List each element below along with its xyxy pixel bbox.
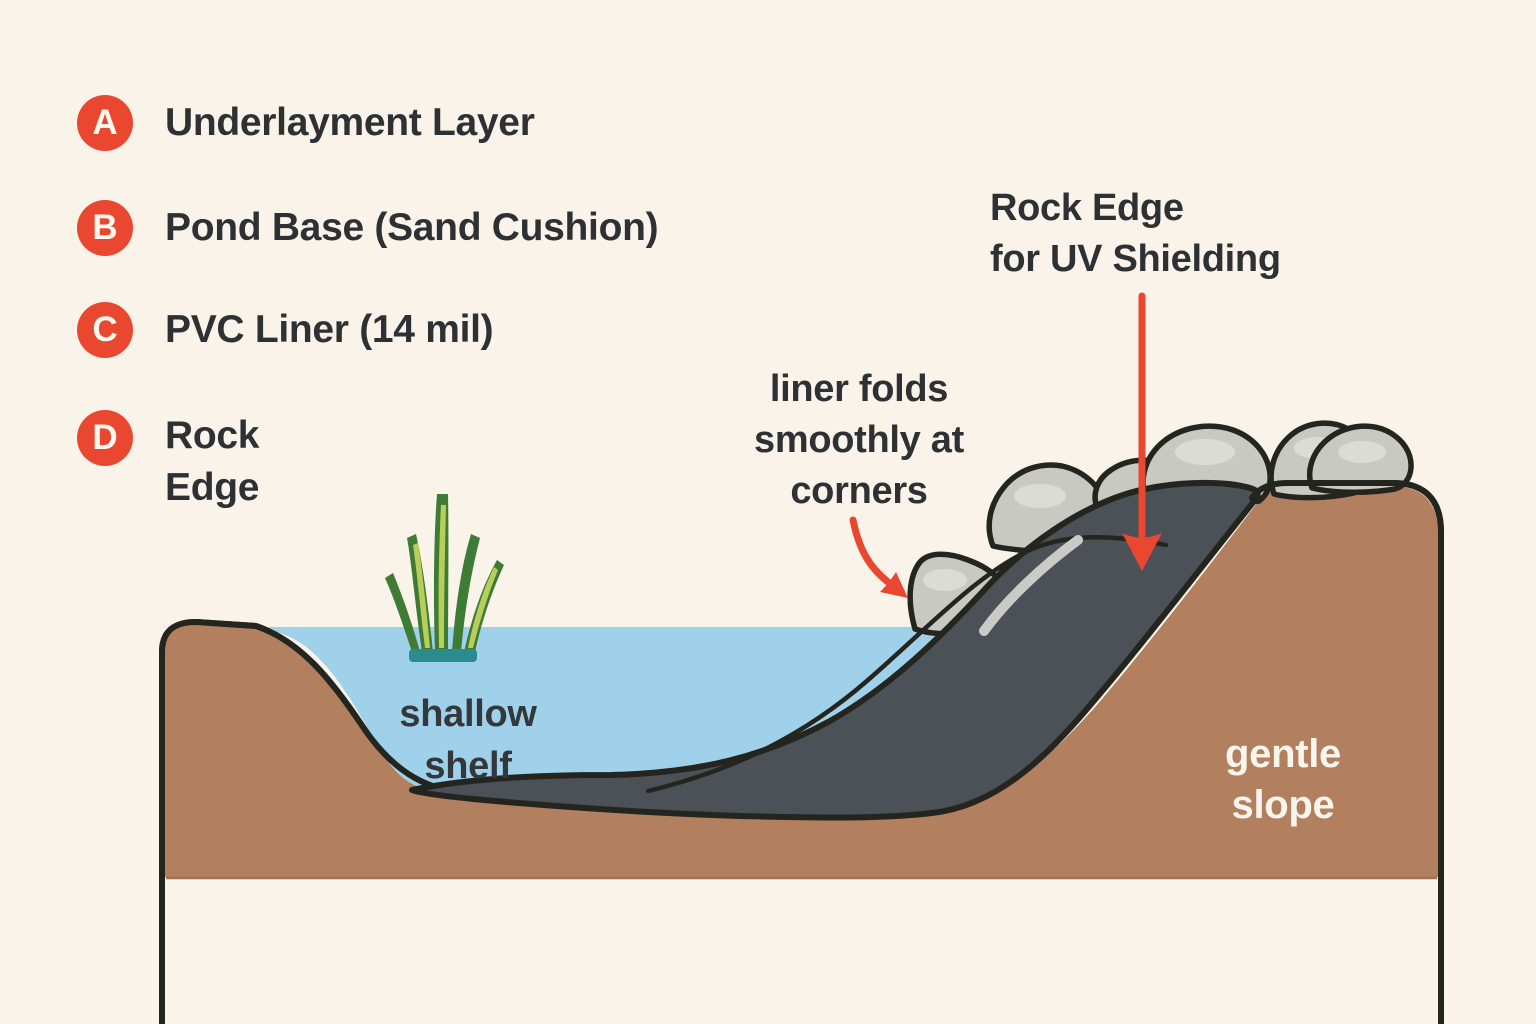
legend-label-b: Pond Base (Sand Cushion) xyxy=(165,206,659,249)
legend-item-c: C PVC Liner (14 mil) xyxy=(77,302,494,358)
legend-label-a: Underlayment Layer xyxy=(165,101,535,144)
marginal-plant-icon xyxy=(385,494,504,662)
legend-item-d: D Rock Edge xyxy=(77,410,259,514)
legend-badge-c: C xyxy=(77,302,133,358)
legend-badge-b: B xyxy=(77,200,133,256)
legend-label-d: Rock Edge xyxy=(165,414,260,509)
liner-highlight xyxy=(979,535,1083,636)
liner-fold-line xyxy=(645,535,1169,794)
liner-folds-arrow xyxy=(849,516,908,598)
uv-shielding-arrow xyxy=(1122,292,1162,571)
gentle-slope-label: gentle slope xyxy=(1225,732,1341,827)
legend-badge-d: D xyxy=(77,410,133,466)
slope-top-outline xyxy=(1249,480,1444,535)
rock-edge-callout: Rock Edge for UV Shielding xyxy=(990,187,1281,280)
plant-base xyxy=(409,649,477,662)
legend-item-a: A Underlayment Layer xyxy=(77,95,535,151)
legend-badge-a: A xyxy=(77,95,133,151)
legend-label-c: PVC Liner (14 mil) xyxy=(165,308,494,351)
liner-folds-callout: liner folds smoothly at corners xyxy=(754,368,964,512)
soil-layer xyxy=(165,486,1438,877)
rock-edge-rocks xyxy=(907,420,1414,637)
legend-item-b: B Pond Base (Sand Cushion) xyxy=(77,200,659,256)
shallow-shelf-label: shallow shelf xyxy=(399,693,537,787)
left-bank-outline xyxy=(159,619,475,798)
